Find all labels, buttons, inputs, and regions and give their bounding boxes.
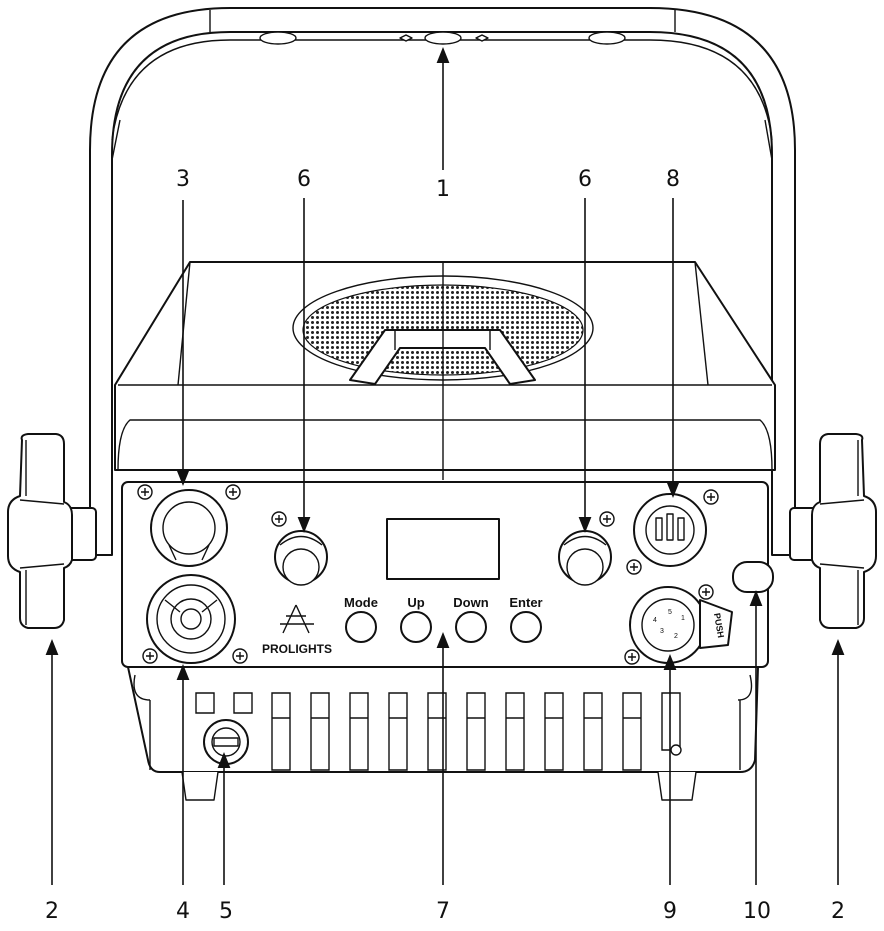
safety-cable-eyelet[interactable] [732,561,774,593]
callout-2-left: 2 [45,899,59,924]
callout-1: 1 [436,177,450,202]
callout-labels: 1 3 6 6 8 2 4 5 7 9 10 2 [45,167,845,924]
callout-6-left: 6 [297,167,311,192]
callout-6-right: 6 [578,167,592,192]
dmx-input-connector[interactable] [633,493,707,567]
yoke [89,7,796,556]
callout-arrows [45,47,845,885]
left-adjust-knob[interactable] [274,530,328,586]
menu-buttons: Mode Up Down Enter [344,595,543,643]
mode-label: Mode [344,595,378,610]
push-label: PUSH [712,612,726,638]
callout-2-right: 2 [831,899,845,924]
callout-3: 3 [176,167,190,192]
svg-text:1: 1 [681,615,685,622]
fixture-body [114,261,776,480]
callout-4: 4 [176,899,190,924]
callout-7: 7 [436,899,450,924]
callout-8: 8 [666,167,680,192]
svg-text:4: 4 [653,617,657,624]
callout-5: 5 [219,899,233,924]
right-adjust-knob[interactable] [558,530,612,586]
callout-10: 10 [743,899,771,924]
enter-button[interactable] [510,611,542,643]
logo-text: PROLIGHTS [262,642,332,656]
svg-text:5: 5 [668,609,672,616]
left-lock-knob[interactable] [7,433,97,629]
dmx-output-connector[interactable]: PUSH 5 1 3 2 4 [629,586,733,664]
fuse-holder[interactable] [203,719,249,765]
callout-9: 9 [663,899,677,924]
svg-text:2: 2 [674,633,678,640]
cable-clip [670,744,682,756]
lcd-display [386,518,500,580]
down-label: Down [453,595,488,610]
mode-button[interactable] [345,611,377,643]
right-lock-knob[interactable] [789,433,877,629]
down-button[interactable] [455,611,487,643]
up-label: Up [407,595,424,610]
power-out-connector[interactable] [150,489,228,567]
brand-logo: PROLIGHTS [262,604,332,656]
power-in-connector[interactable] [146,574,236,664]
panel-screws [137,484,719,665]
enter-label: Enter [509,595,542,610]
svg-text:3: 3 [660,628,664,635]
up-button[interactable] [400,611,432,643]
